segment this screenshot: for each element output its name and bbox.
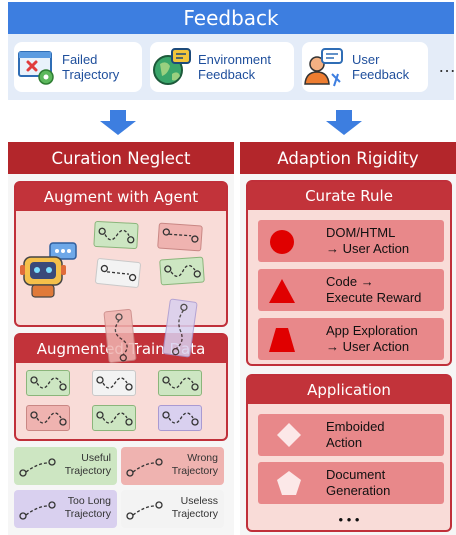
rule-label: Execute Reward xyxy=(326,290,422,305)
train-card-useful xyxy=(158,370,202,396)
train-card-useless xyxy=(92,370,136,396)
trajectory-card-useless xyxy=(94,257,142,289)
feedback-item-user: User Feedback xyxy=(302,42,428,92)
augment-with-agent-box: Augment with Agent xyxy=(14,181,228,327)
trajectory-card-useful xyxy=(93,220,139,250)
app-label: Generation xyxy=(326,483,391,498)
rule-label: → User Action xyxy=(326,339,410,354)
train-card-wrong xyxy=(26,405,70,431)
augment-with-agent-title: Augment with Agent xyxy=(16,183,226,211)
feedback-label-line1: Failed xyxy=(62,52,98,67)
app-label: Emboided xyxy=(326,419,385,434)
triangle-icon xyxy=(269,279,295,303)
app-label: Document xyxy=(326,467,386,482)
diamond-icon xyxy=(277,423,301,447)
app-label: Action xyxy=(326,435,363,450)
curation-neglect-title: Curation Neglect xyxy=(8,142,234,174)
legend-label: Useful xyxy=(81,452,111,464)
rule-label: App Exploration xyxy=(326,323,418,338)
legend-label: Useless xyxy=(180,495,218,507)
rule-item-code: Code →Execute Reward xyxy=(258,269,444,311)
feedback-label-line2: Feedback xyxy=(198,67,256,82)
rule-label: → User Action xyxy=(326,241,410,256)
feedback-label-line2: Feedback xyxy=(352,67,410,82)
train-card-useful xyxy=(92,405,136,431)
feedback-label-line1: User xyxy=(352,52,380,67)
rule-label: DOM/HTML xyxy=(326,225,396,240)
legend-label: Trajectory xyxy=(171,508,218,520)
legend-label: Too Long xyxy=(67,495,111,507)
circle-icon xyxy=(270,230,294,254)
globe-chat-icon xyxy=(153,48,191,85)
trajectory-path-icon xyxy=(19,458,56,477)
trajectory-path-icon xyxy=(126,501,163,520)
feedback-panel: Failed Trajectory Environment Feedback U… xyxy=(8,34,456,100)
legend-label: Trajectory xyxy=(64,465,111,477)
curate-rule-title: Curate Rule xyxy=(248,182,450,210)
feedback-more-ellipsis: … xyxy=(438,56,456,76)
feedback-item-environment: Environment Feedback xyxy=(150,42,294,92)
curate-rule-box: Curate Rule DOM/HTML→ User Action Code →… xyxy=(246,180,452,366)
arrow-down-right-icon xyxy=(326,110,362,135)
trajectory-card-toolong-falling xyxy=(162,298,198,358)
trajectory-card-wrong-falling xyxy=(103,308,137,364)
adaption-rigidity-title: Adaption Rigidity xyxy=(240,142,456,174)
arrow-down-left-icon xyxy=(100,110,136,135)
trapezoid-icon xyxy=(269,328,295,352)
feedback-label-line2: Trajectory xyxy=(62,67,120,82)
failed-browser-icon xyxy=(18,51,54,85)
pentagon-icon xyxy=(277,471,301,495)
application-more-ellipsis: • • • xyxy=(338,512,360,527)
rule-item-app-exploration: App Exploration→ User Action xyxy=(258,318,444,360)
feedback-title: Feedback xyxy=(8,2,454,34)
train-card-toolong xyxy=(158,405,202,431)
train-card-useful xyxy=(26,370,70,396)
legend-label: Wrong xyxy=(187,452,218,464)
application-title: Application xyxy=(248,376,450,404)
legend-label: Trajectory xyxy=(171,465,218,477)
rule-item-dom-html: DOM/HTML→ User Action xyxy=(258,220,444,262)
trajectory-path-icon xyxy=(19,501,56,520)
legend-label: Trajectory xyxy=(64,508,111,520)
user-chat-icon xyxy=(304,48,343,87)
robot-agent-icon xyxy=(20,242,77,298)
feedback-item-failed-trajectory: Failed Trajectory xyxy=(14,42,142,92)
feedback-label-line1: Environment xyxy=(198,52,271,67)
trajectory-card-useful xyxy=(159,256,205,286)
trajectory-card-wrong xyxy=(157,222,203,252)
rule-label: Code → xyxy=(326,274,374,289)
trajectory-path-icon xyxy=(126,458,163,477)
